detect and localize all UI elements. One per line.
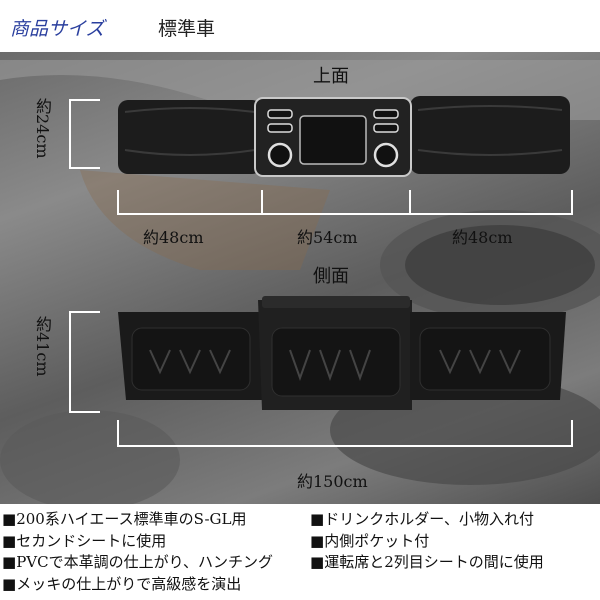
feature-list: 200系ハイエース標準車のS-GL用 セカンドシートに使用 PVCで本革調の仕上… [0, 506, 600, 600]
section-title: 商品サイズ [10, 18, 105, 40]
model-label: 標準車 [158, 18, 216, 40]
top-right-width-label: 約48cm [452, 228, 513, 247]
top-view-label: 上面 [313, 66, 349, 87]
feature-item: ドリンクホルダー、小物入れ付 [310, 511, 534, 528]
side-view-label: 側面 [313, 266, 349, 287]
top-height-label: 約24cm [33, 98, 52, 159]
side-view-product [118, 296, 566, 410]
header: 商品サイズ 標準車 [0, 0, 600, 52]
feature-item: 200系ハイエース標準車のS-GL用 [2, 511, 246, 528]
top-center-width-label: 約54cm [297, 228, 358, 247]
side-total-width-label: 約150cm [297, 472, 368, 491]
feature-item: 運転席と2列目シートの間に使用 [310, 554, 544, 571]
feature-item: メッキの仕上がりで高級感を演出 [2, 576, 241, 593]
side-height-label: 約41cm [33, 316, 52, 377]
feature-item: PVCで本革調の仕上がり、ハンチング [2, 554, 273, 571]
top-view-product [118, 96, 570, 177]
top-left-width-label: 約48cm [143, 228, 204, 247]
dimension-lines [69, 99, 573, 447]
feature-item: 内側ポケット付 [310, 533, 429, 550]
product-photo: 上面 側面 約24cm 約48cm 約54cm 約48cm 約41cm 約150… [0, 52, 600, 504]
product-illustration [0, 60, 600, 504]
feature-item: セカンドシートに使用 [2, 533, 166, 550]
